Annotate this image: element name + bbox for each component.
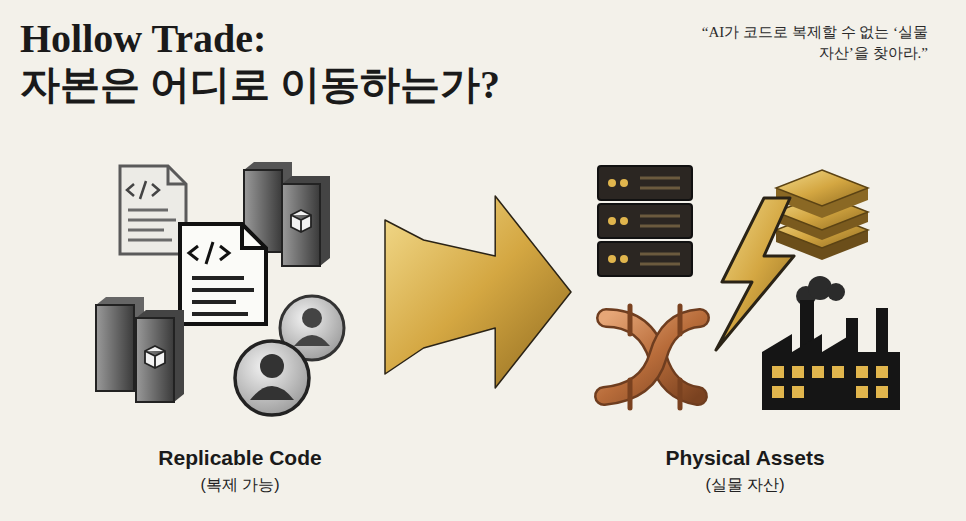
group-heading: Replicable Code [158,444,321,471]
group-subtitle: (복제 가능) [200,474,279,496]
lightning-bolt [716,198,794,350]
code-icons [96,162,344,415]
flow-arrow [385,196,571,388]
asset-icons [598,166,900,410]
page-title: Hollow Trade: 자본은 어디로 이동하는가? [20,16,509,108]
gold-chip-stack [776,170,868,260]
copper-pipes [604,306,700,408]
wrap-spacer [271,16,509,62]
asset-group: Replicable Code (복제 가능) [95,150,385,512]
group-subtitle: (실물 자산) [705,474,784,496]
factory-icon [762,276,900,410]
asset-group: Physical Assets (실물 자산) [575,150,915,512]
server-icon [598,166,692,276]
group-heading: Physical Assets [665,444,824,471]
quote-note: “AI가 코드로 복제할 수 없는 ‘실물 자산’을 찾아라.” [688,22,928,64]
